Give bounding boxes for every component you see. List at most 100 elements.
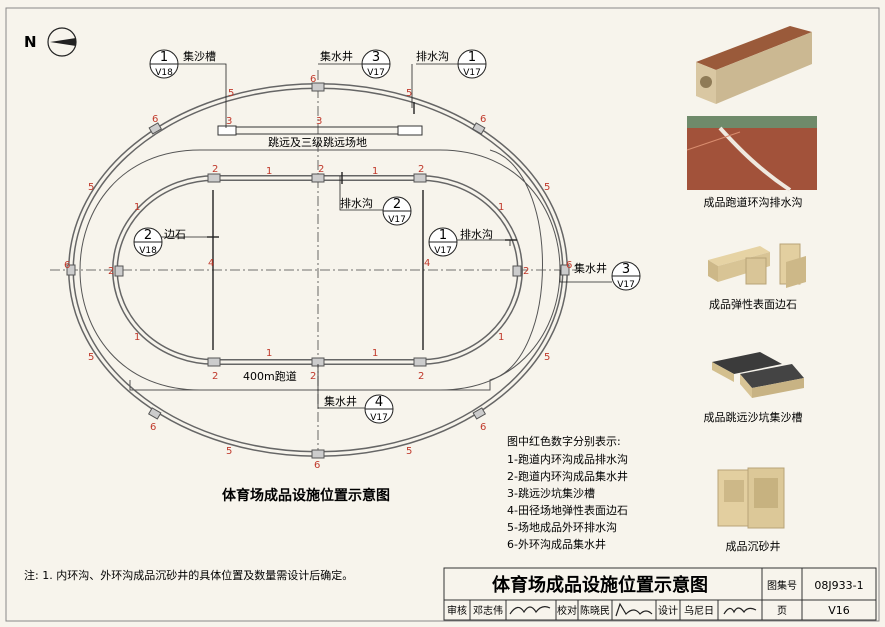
svg-text:V17: V17 xyxy=(434,246,452,256)
red-number-markers: 1 1 1 1 1 1 1 1 2 2 2 2 2 2 2 2 3 3 4 4 … xyxy=(64,74,572,471)
atlas-label: 图集号 xyxy=(767,579,797,592)
svg-text:2: 2 xyxy=(108,266,114,277)
reviewer-name: 邓志伟 xyxy=(473,604,503,617)
svg-text:集水井: 集水井 xyxy=(324,394,357,408)
svg-text:边石: 边石 xyxy=(164,228,186,241)
svg-text:6: 6 xyxy=(150,422,156,433)
designer-name: 乌尼日 xyxy=(684,604,714,617)
designer-signature xyxy=(723,607,757,615)
svg-text:1: 1 xyxy=(266,348,272,359)
svg-text:1: 1 xyxy=(160,50,168,65)
svg-text:5: 5 xyxy=(406,88,412,99)
svg-text:2: 2 xyxy=(418,371,424,382)
photo-drain-channel xyxy=(696,26,812,104)
legend-item: 5-场地成品外环排水沟 xyxy=(507,520,617,534)
svg-text:V17: V17 xyxy=(463,68,481,78)
svg-text:排水沟: 排水沟 xyxy=(460,227,493,241)
track-boundary xyxy=(200,149,561,391)
photo-sediment-well xyxy=(717,467,785,529)
svg-text:1: 1 xyxy=(439,228,447,243)
svg-text:6: 6 xyxy=(566,260,572,271)
svg-text:5: 5 xyxy=(544,182,550,193)
svg-text:6: 6 xyxy=(152,114,158,125)
photo-caption: 成品弹性表面边石 xyxy=(709,297,797,311)
checker-signature xyxy=(615,602,653,617)
svg-text:4: 4 xyxy=(375,395,383,410)
svg-text:1: 1 xyxy=(372,348,378,359)
svg-text:5: 5 xyxy=(228,88,234,99)
reviewer-signature xyxy=(509,606,551,615)
svg-text:3: 3 xyxy=(226,116,232,127)
svg-text:1: 1 xyxy=(498,332,504,343)
leader-ticks xyxy=(207,102,517,241)
svg-text:V17: V17 xyxy=(370,413,388,423)
ref-right-well: 3 V17 集水井 xyxy=(574,261,641,291)
title-block-title: 体育场成品设施位置示意图 xyxy=(492,574,708,596)
svg-text:4: 4 xyxy=(424,258,430,269)
svg-text:6: 6 xyxy=(64,260,70,271)
photo-curb-stones xyxy=(708,243,806,288)
legend: 图中红色数字分别表示: 1-跑道内环沟成品排水沟 2-跑道内环沟成品集水井 3-… xyxy=(507,434,628,551)
photo-caption: 成品跳远沙坑集沙槽 xyxy=(704,410,803,424)
design-label: 设计 xyxy=(658,604,678,617)
inner-wells xyxy=(114,173,522,367)
svg-text:6: 6 xyxy=(480,114,486,125)
jump-area-label: 跳远及三级跳远场地 xyxy=(268,135,367,149)
legend-item: 2-跑道内环沟成品集水井 xyxy=(507,469,628,483)
ref-top-drain: 1 V17 排水沟 xyxy=(416,49,487,79)
legend-heading: 图中红色数字分别表示: xyxy=(507,434,621,448)
svg-text:V18: V18 xyxy=(139,246,157,256)
svg-text:2: 2 xyxy=(523,266,529,277)
svg-text:1: 1 xyxy=(266,166,272,177)
title-block xyxy=(443,567,877,621)
svg-text:2: 2 xyxy=(393,197,401,212)
svg-text:1: 1 xyxy=(498,202,504,213)
svg-text:V17: V17 xyxy=(617,280,635,290)
svg-text:1: 1 xyxy=(134,202,140,213)
diagram-caption: 体育场成品设施位置示意图 xyxy=(222,487,390,504)
review-label: 审核 xyxy=(447,604,467,617)
svg-text:5: 5 xyxy=(226,446,232,457)
north-label: N xyxy=(24,33,37,51)
svg-text:5: 5 xyxy=(88,352,94,363)
svg-text:V18: V18 xyxy=(155,68,173,78)
svg-text:6: 6 xyxy=(310,74,316,85)
checker-name: 陈晓民 xyxy=(580,604,610,617)
svg-text:2: 2 xyxy=(418,164,424,175)
photo-caption: 成品沉砂井 xyxy=(726,539,781,553)
svg-text:2: 2 xyxy=(144,228,152,243)
legend-item: 6-外环沟成品集水井 xyxy=(507,537,606,551)
legend-item: 4-田径场地弹性表面边石 xyxy=(507,503,628,517)
check-label: 校对 xyxy=(557,604,577,617)
sheet-border xyxy=(5,7,880,622)
svg-text:6: 6 xyxy=(480,422,486,433)
svg-text:V17: V17 xyxy=(388,215,406,225)
legend-item: 1-跑道内环沟成品排水沟 xyxy=(507,452,628,466)
ref-bottom-well: 4 V17 集水井 xyxy=(324,394,394,424)
ref-sand-trough: 1 V18 集沙槽 xyxy=(149,49,216,79)
svg-text:集水井: 集水井 xyxy=(574,261,607,275)
page-number: V16 xyxy=(828,604,850,617)
svg-text:5: 5 xyxy=(406,446,412,457)
north-arrow: N xyxy=(24,27,77,57)
svg-text:3: 3 xyxy=(622,262,630,277)
ref-inner-drain: 2 V17 排水沟 xyxy=(340,196,412,226)
svg-text:2: 2 xyxy=(212,371,218,382)
svg-text:排水沟: 排水沟 xyxy=(416,49,449,63)
photo-sand-trough xyxy=(712,352,804,398)
svg-text:V17: V17 xyxy=(367,68,385,78)
jump-area xyxy=(217,126,423,135)
svg-text:1: 1 xyxy=(468,50,476,65)
svg-text:5: 5 xyxy=(88,182,94,193)
atlas-number: 08J933-1 xyxy=(814,579,863,592)
photo-track-drain xyxy=(686,116,817,192)
svg-text:3: 3 xyxy=(372,50,380,65)
svg-text:1: 1 xyxy=(134,332,140,343)
ref-curb: 2 V18 边石 xyxy=(133,227,186,257)
svg-text:4: 4 xyxy=(208,258,214,269)
outer-wells xyxy=(66,82,570,459)
ref-top-well: 3 V17 集水井 xyxy=(320,49,391,79)
svg-text:6: 6 xyxy=(314,460,320,471)
svg-text:集沙槽: 集沙槽 xyxy=(183,49,216,63)
